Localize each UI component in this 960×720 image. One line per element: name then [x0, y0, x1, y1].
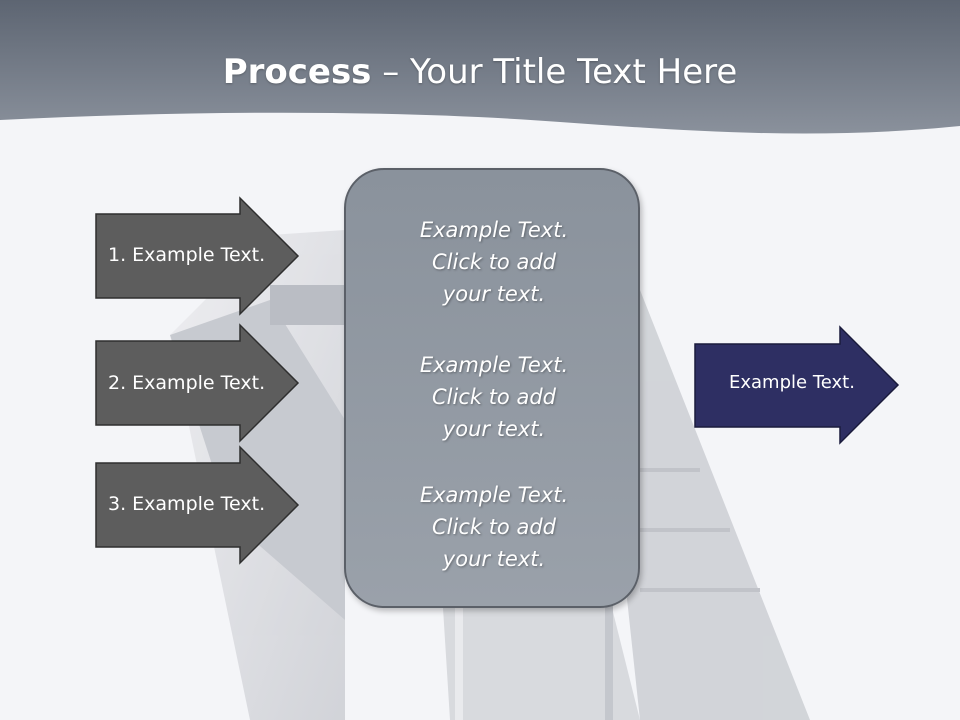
center-line: your text. — [442, 282, 546, 306]
center-line: Example Text. — [419, 353, 569, 377]
slide-title: Process – Your Title Text Here — [0, 52, 960, 92]
center-process-box: Example Text. Click to add your text. Ex… — [344, 168, 640, 608]
output-arrow — [694, 325, 900, 445]
center-text-block: Example Text. Click to add your text. — [346, 349, 642, 445]
center-line: Click to add — [431, 385, 556, 409]
header-wave — [0, 0, 960, 134]
input-arrow-2 — [95, 323, 300, 443]
input-arrow-1 — [95, 196, 300, 316]
title-rest: – Your Title Text Here — [371, 52, 738, 92]
input-arrow-3 — [95, 445, 300, 565]
center-line: Click to add — [431, 515, 556, 539]
center-line: Example Text. — [419, 218, 569, 242]
center-line: your text. — [442, 547, 546, 571]
input-label-3: 3. Example Text. — [108, 493, 266, 515]
center-text-block: Example Text. Click to add your text. — [346, 214, 642, 310]
title-bold: Process — [222, 52, 372, 92]
center-line: Example Text. — [419, 483, 569, 507]
output-label: Example Text. — [729, 372, 855, 393]
input-label-1: 1. Example Text. — [108, 244, 266, 266]
center-line: your text. — [442, 417, 546, 441]
input-label-2: 2. Example Text. — [108, 372, 266, 394]
center-text-block: Example Text. Click to add your text. — [346, 479, 642, 575]
center-line: Click to add — [431, 250, 556, 274]
